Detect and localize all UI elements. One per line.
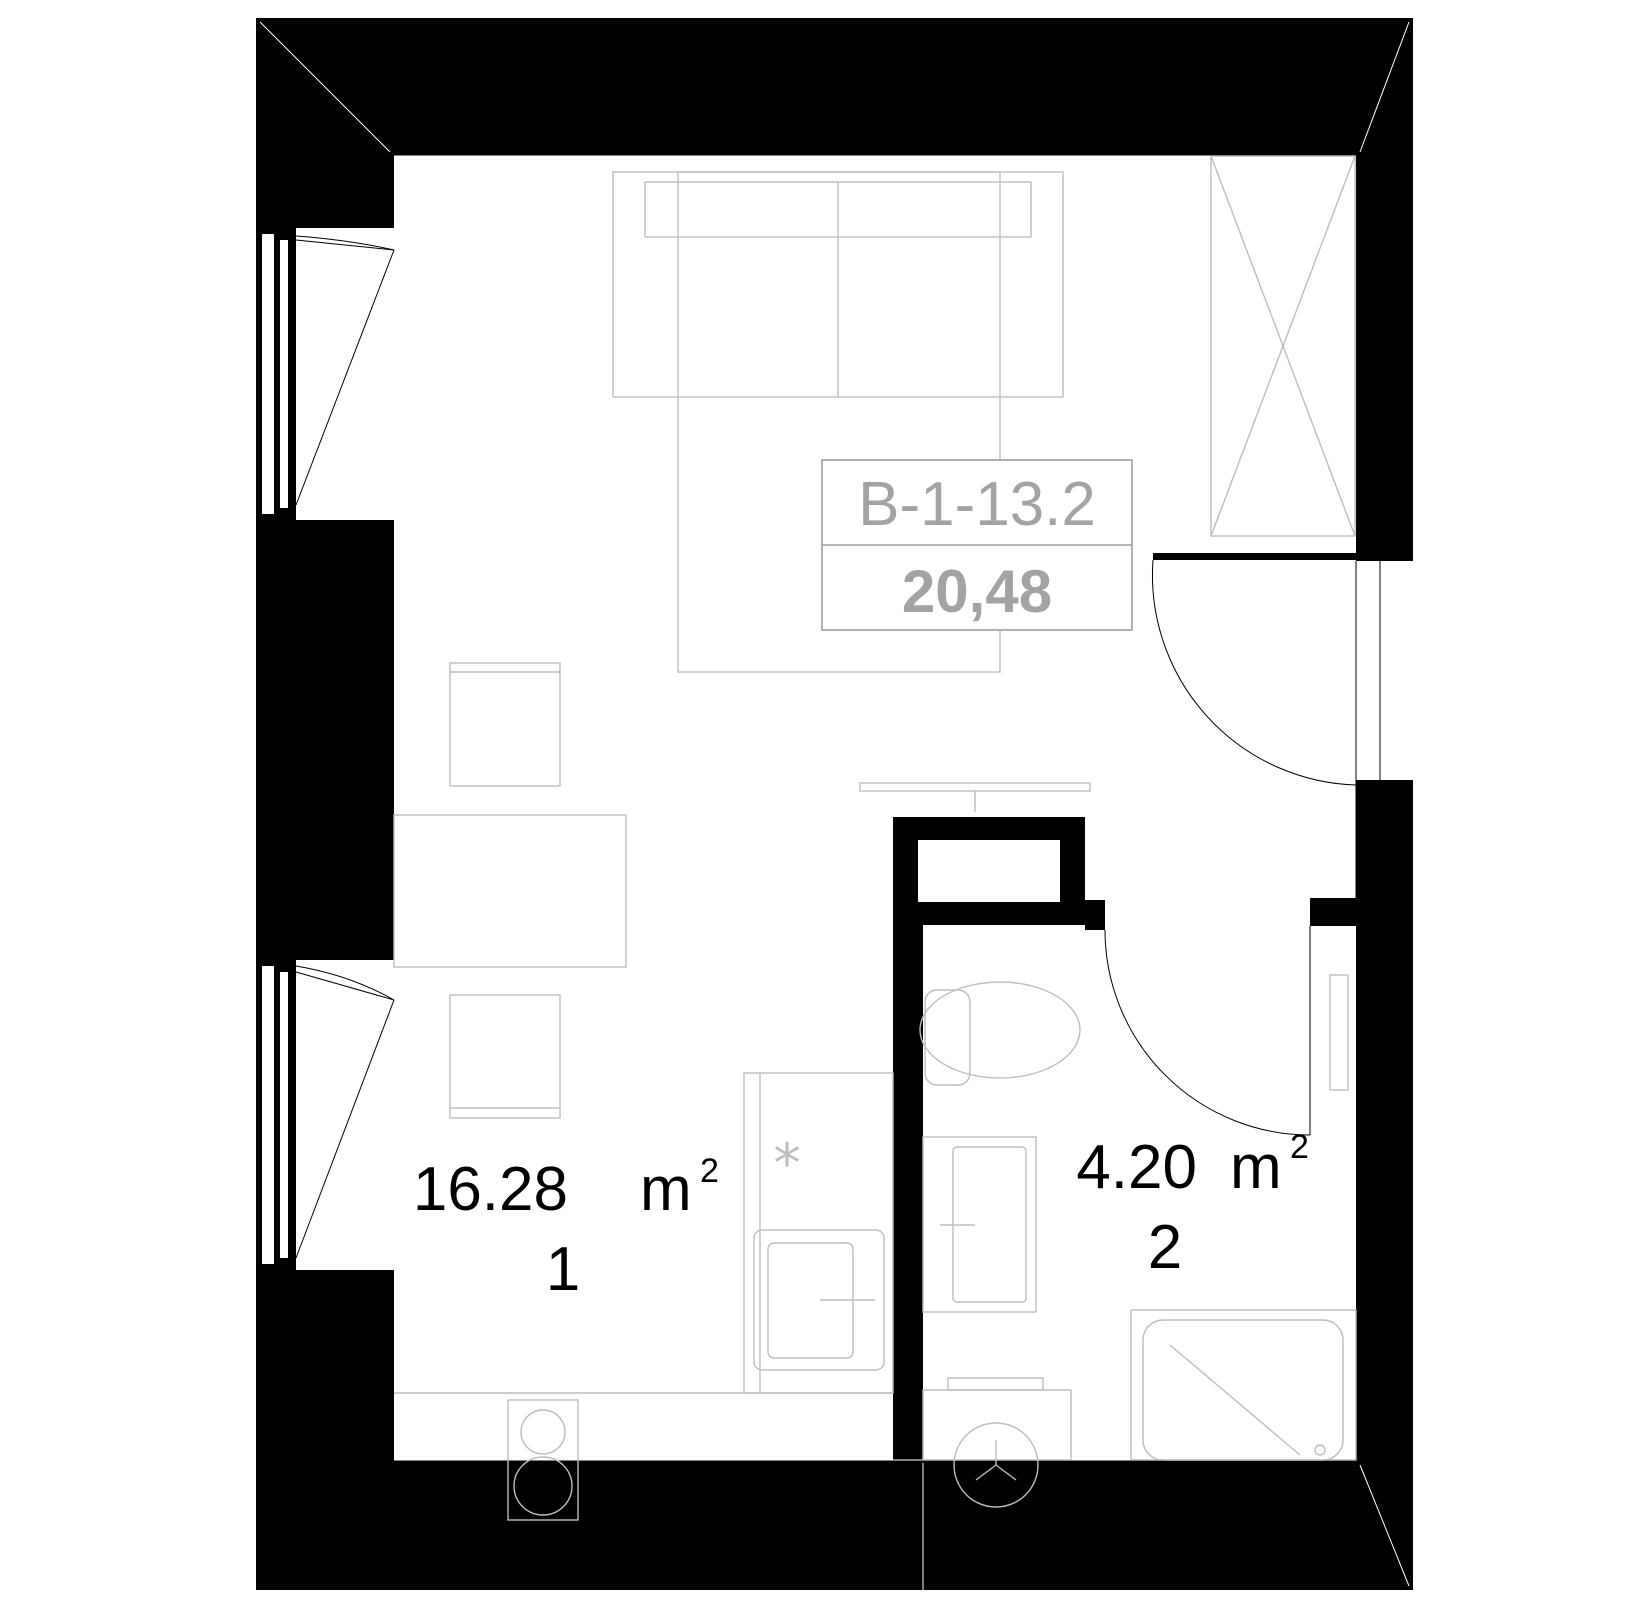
room-2-label: 4.20 m 2 2 bbox=[1076, 1128, 1309, 1282]
rug bbox=[677, 171, 1001, 673]
furniture bbox=[393, 155, 1357, 1521]
room-2-area: 4.20 bbox=[1076, 1133, 1197, 1202]
bathroom-sink bbox=[922, 1136, 1037, 1313]
room-2-unit-exp: 2 bbox=[1290, 1128, 1309, 1166]
wall-right-upper bbox=[1356, 18, 1413, 553]
window-lower bbox=[256, 960, 395, 1270]
room-1-label: 16.28 m 2 1 bbox=[413, 1152, 719, 1304]
washing-machine bbox=[922, 1389, 1072, 1461]
room-1-area: 16.28 bbox=[413, 1155, 568, 1224]
room-1-unit: m bbox=[640, 1155, 692, 1224]
room-2-unit: m bbox=[1230, 1133, 1282, 1202]
room-2-number: 2 bbox=[1148, 1213, 1182, 1282]
bathroom-door bbox=[1104, 926, 1311, 1136]
wall-bath-partition bbox=[893, 918, 923, 1463]
chair-lower bbox=[449, 994, 561, 1119]
burner-icon: * bbox=[774, 1132, 801, 1195]
unit-total-area: 20,48 bbox=[902, 558, 1052, 625]
wall-left-middle bbox=[256, 520, 394, 960]
chair-upper bbox=[449, 662, 561, 787]
kitchen-counter bbox=[743, 1072, 894, 1394]
wall-bottom bbox=[256, 1460, 1413, 1590]
fridge bbox=[507, 1399, 579, 1521]
wall-left-upper bbox=[256, 18, 394, 228]
dining-table bbox=[393, 814, 627, 968]
wall-right-lower bbox=[1356, 780, 1413, 1590]
entrance-door bbox=[1151, 559, 1413, 900]
window-upper bbox=[256, 228, 395, 520]
wardrobe bbox=[1210, 155, 1356, 537]
room-1-number: 1 bbox=[546, 1235, 580, 1304]
toilet bbox=[919, 981, 1081, 1086]
room-1-unit-exp: 2 bbox=[700, 1152, 719, 1190]
unit-id: B-1-13.2 bbox=[858, 470, 1096, 539]
kitchen-sink bbox=[753, 1229, 885, 1371]
shower-tray bbox=[1130, 1309, 1357, 1461]
wall-top bbox=[256, 18, 1413, 156]
unit-label: B-1-13.2 20,48 bbox=[821, 459, 1133, 631]
walls bbox=[256, 18, 1413, 1590]
radiator bbox=[1329, 974, 1349, 1091]
tv bbox=[859, 782, 1091, 792]
wall-hatch bbox=[259, 21, 1410, 1590]
